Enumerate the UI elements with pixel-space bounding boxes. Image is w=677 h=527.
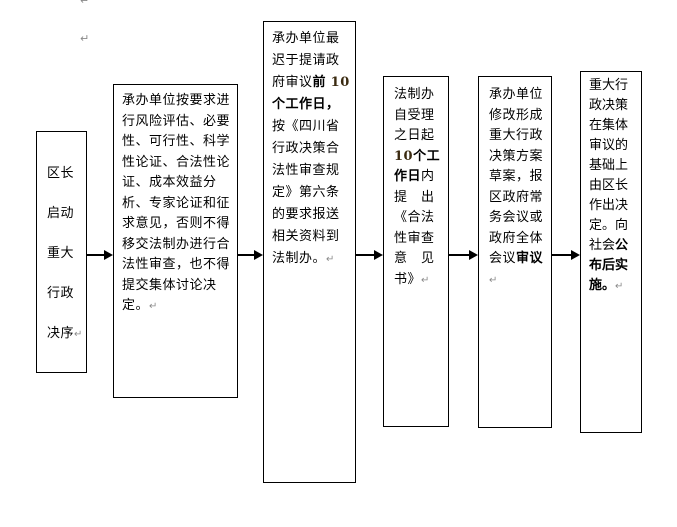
step-line: 启动 bbox=[47, 206, 75, 221]
paragraph-mark: ↵ bbox=[421, 274, 430, 286]
step-line: 区长 bbox=[47, 166, 75, 181]
step-box-revise-draft: 承办单位修改形成重大行政决策方案草案，报区政府常务会议或政府全体会议审议↵ bbox=[478, 76, 552, 428]
flow-arrow bbox=[238, 250, 263, 260]
paragraph-mark: ↵ bbox=[80, 0, 90, 7]
flow-arrow bbox=[356, 250, 383, 260]
step-text: 承办单位修改形成重大行政决策方案草案，报区政府常务会议或政府全体会议审议↵ bbox=[489, 87, 544, 286]
step-line: 重大 bbox=[47, 246, 75, 261]
step-box-submit-materials: 承办单位最迟于提请政府审议前 10个工作日，按《四川省行政决策合法性审查规定》第… bbox=[263, 21, 356, 483]
step-text: 重大行政决策在集体审议的基础上由区长作出决定。向社会公布后实施。↵ bbox=[589, 78, 629, 293]
step-line: 行政 bbox=[47, 286, 75, 301]
paragraph-mark: ↵ bbox=[326, 254, 335, 265]
step-text: 区长 启动 重大 行政 决序↵ bbox=[47, 154, 87, 355]
step-text: 法制办自受理之日起10个工作日内提 出《合法性审查意 见书》↵ bbox=[394, 87, 441, 287]
step-text: 承办单位最迟于提请政府审议前 10个工作日，按《四川省行政决策合法性审查规定》第… bbox=[272, 31, 350, 266]
flow-arrow bbox=[552, 250, 580, 260]
flow-arrow bbox=[87, 250, 113, 260]
paragraph-mark: ↵ bbox=[149, 301, 158, 312]
paragraph-mark: ↵ bbox=[615, 281, 624, 292]
step-line: 决序↵ bbox=[47, 326, 83, 341]
step-box-start: 区长 启动 重大 行政 决序↵ bbox=[36, 131, 87, 373]
step-box-legal-review: 法制办自受理之日起10个工作日内提 出《合法性审查意 见书》↵ bbox=[383, 76, 449, 427]
paragraph-mark: ↵ bbox=[489, 274, 498, 286]
flow-arrow bbox=[449, 250, 478, 260]
paragraph-mark: ↵ bbox=[74, 329, 83, 340]
step-box-decision: 重大行政决策在集体审议的基础上由区长作出决定。向社会公布后实施。↵ bbox=[580, 71, 642, 433]
paragraph-mark: ↵ bbox=[80, 32, 90, 45]
step-text: 承办单位按要求进行风险评估、必要性、可行性、科学性论证、合法性论证、成本效益分析… bbox=[122, 93, 231, 313]
step-box-risk-assessment: 承办单位按要求进行风险评估、必要性、可行性、科学性论证、合法性论证、成本效益分析… bbox=[113, 84, 238, 398]
